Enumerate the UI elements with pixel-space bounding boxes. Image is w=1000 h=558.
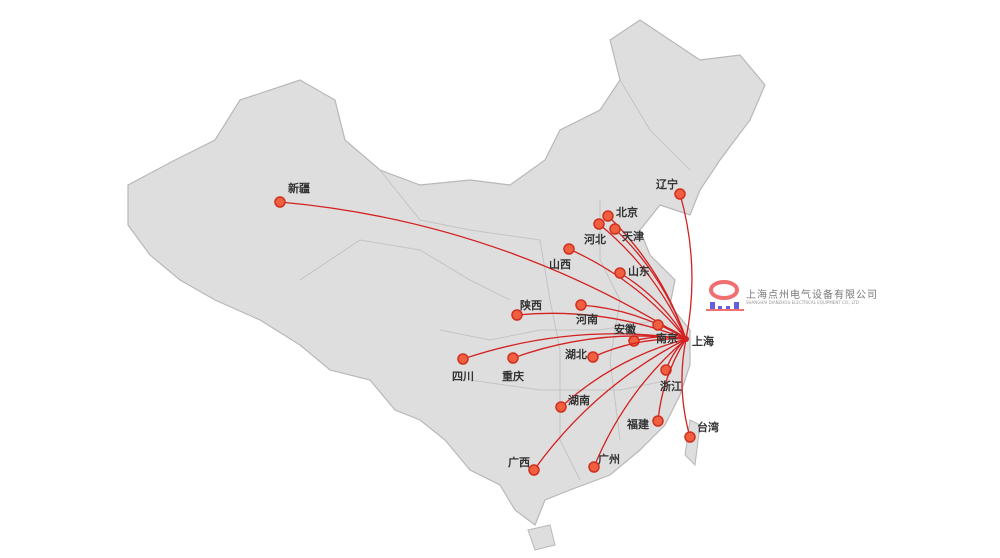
city-label: 新疆 bbox=[288, 181, 310, 195]
route-line bbox=[568, 248, 687, 340]
city-marker[interactable] bbox=[528, 464, 540, 476]
route-line bbox=[619, 272, 687, 340]
china-outline bbox=[127, 19, 766, 526]
route-line bbox=[279, 201, 687, 340]
route-line bbox=[679, 193, 693, 340]
hub-label: 上海 bbox=[692, 334, 714, 348]
hub-marker[interactable] bbox=[683, 336, 689, 342]
city-label: 山西 bbox=[549, 257, 571, 271]
city-label: 安徽 bbox=[614, 322, 637, 336]
city-marker[interactable] bbox=[674, 188, 686, 200]
hainan-island bbox=[527, 524, 556, 551]
city-label: 福建 bbox=[626, 417, 650, 431]
city-marker[interactable] bbox=[588, 461, 600, 473]
logo-company-name-en: SHANGHAI DIANZHOU ELECTRICAL EQUIPMENT C… bbox=[746, 300, 859, 305]
logo-company-name-cn: 上海点州电气设备有限公司 bbox=[746, 290, 878, 301]
city-label: 四川 bbox=[452, 370, 474, 383]
city-marker[interactable] bbox=[614, 267, 626, 279]
city-label: 浙江 bbox=[660, 379, 682, 393]
city-marker[interactable] bbox=[511, 309, 523, 321]
city-marker[interactable] bbox=[555, 401, 567, 413]
route-line bbox=[681, 338, 691, 438]
city-marker[interactable] bbox=[575, 299, 587, 311]
city-label: 天津 bbox=[622, 229, 644, 243]
city-marker[interactable] bbox=[507, 352, 519, 364]
city-label: 湖北 bbox=[565, 347, 587, 361]
city-marker[interactable] bbox=[593, 218, 605, 230]
city-label: 广西 bbox=[508, 455, 530, 469]
city-label: 河南 bbox=[576, 312, 598, 326]
city-label: 湖南 bbox=[568, 393, 590, 407]
city-marker[interactable] bbox=[684, 431, 696, 443]
route-line bbox=[533, 338, 687, 471]
city-label: 北京 bbox=[616, 205, 638, 219]
route-line bbox=[580, 304, 687, 340]
city-label: 辽宁 bbox=[656, 177, 678, 191]
city-marker[interactable] bbox=[563, 243, 575, 255]
city-label: 重庆 bbox=[502, 369, 524, 383]
route-line bbox=[593, 338, 687, 468]
route-line bbox=[598, 223, 687, 340]
route-line bbox=[512, 335, 687, 359]
route-line bbox=[614, 228, 687, 340]
city-marker[interactable] bbox=[602, 210, 614, 222]
city-label: 台湾 bbox=[697, 420, 719, 434]
city-marker[interactable] bbox=[652, 319, 664, 331]
route-line bbox=[657, 338, 687, 422]
route-line bbox=[560, 338, 687, 408]
route-line bbox=[462, 333, 687, 360]
route-line bbox=[592, 338, 687, 358]
city-marker[interactable] bbox=[457, 353, 469, 365]
city-marker[interactable] bbox=[587, 351, 599, 363]
city-marker[interactable] bbox=[652, 415, 664, 427]
city-label: 陕西 bbox=[520, 298, 542, 312]
city-label: 南京 bbox=[656, 331, 678, 345]
city-label: 河北 bbox=[584, 232, 606, 246]
city-marker[interactable] bbox=[274, 196, 286, 208]
logo-mark-icon bbox=[706, 280, 744, 311]
company-logo: 上海点州电气设备有限公司 SHANGHAI DIANZHOU ELECTRICA… bbox=[706, 278, 906, 318]
route-line bbox=[516, 312, 687, 340]
city-label: 广州 bbox=[598, 452, 620, 466]
city-label: 山东 bbox=[628, 264, 650, 278]
city-marker[interactable] bbox=[609, 223, 621, 235]
